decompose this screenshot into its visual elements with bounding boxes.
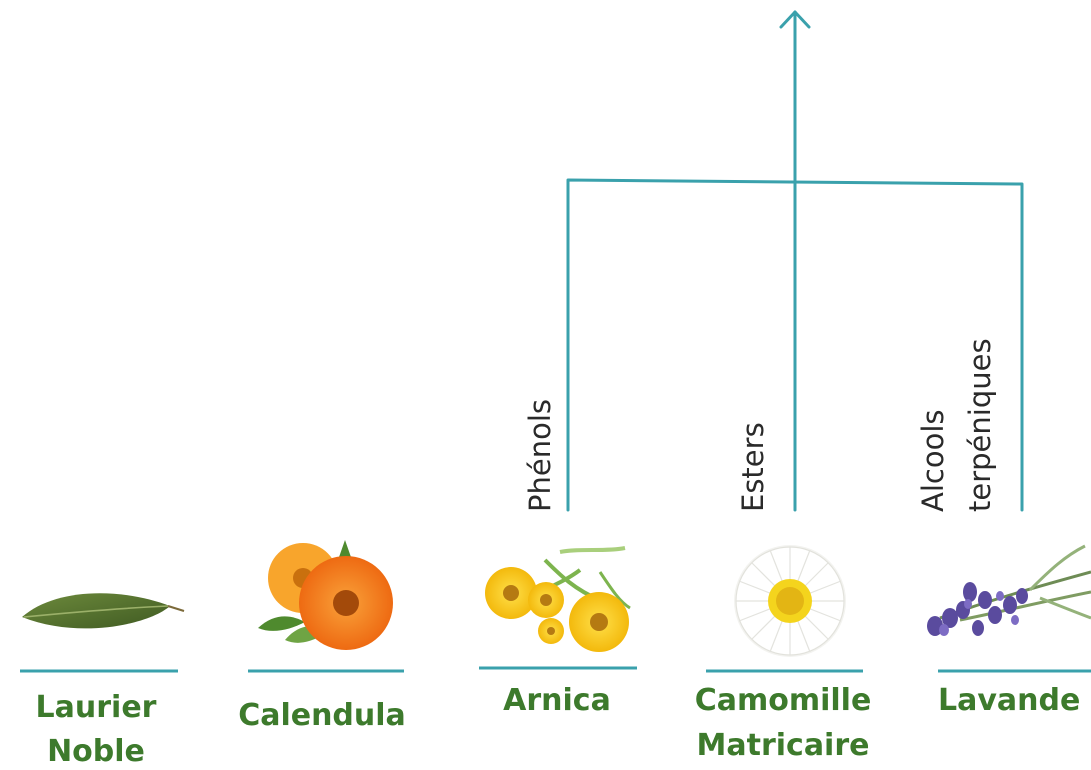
plant-label-arnica: Arnica [503, 683, 611, 718]
bay-leaf-icon [22, 593, 184, 628]
family-labels: Phénols Esters Alcools terpéniques [523, 338, 997, 512]
connector-tree [568, 12, 1022, 510]
family-label-alcools-line-2: terpéniques [963, 338, 997, 512]
plant-label-camomille-line-2: Matricaire [697, 728, 870, 763]
plant-label-laurier-line-2: Noble [47, 734, 145, 769]
plant-label-lavande: Lavande [938, 683, 1080, 718]
chamomile-flower-icon [734, 545, 846, 657]
plant-labels: Laurier Noble Calendula Arnica Camomille… [36, 683, 1081, 769]
lavender-sprig-icon [927, 546, 1091, 636]
plant-label-laurier-line-1: Laurier [36, 690, 157, 725]
plant-images [22, 540, 1091, 657]
calendula-flower-icon [258, 540, 393, 650]
family-label-phenols: Phénols [523, 399, 557, 512]
arnica-flower-icon [485, 548, 630, 652]
family-label-alcools-line-1: Alcools [916, 410, 950, 513]
plant-label-camomille-line-1: Camomille [695, 683, 872, 718]
plant-underlines [20, 668, 1091, 671]
plant-label-calendula: Calendula [238, 698, 406, 733]
family-label-esters: Esters [736, 422, 770, 512]
